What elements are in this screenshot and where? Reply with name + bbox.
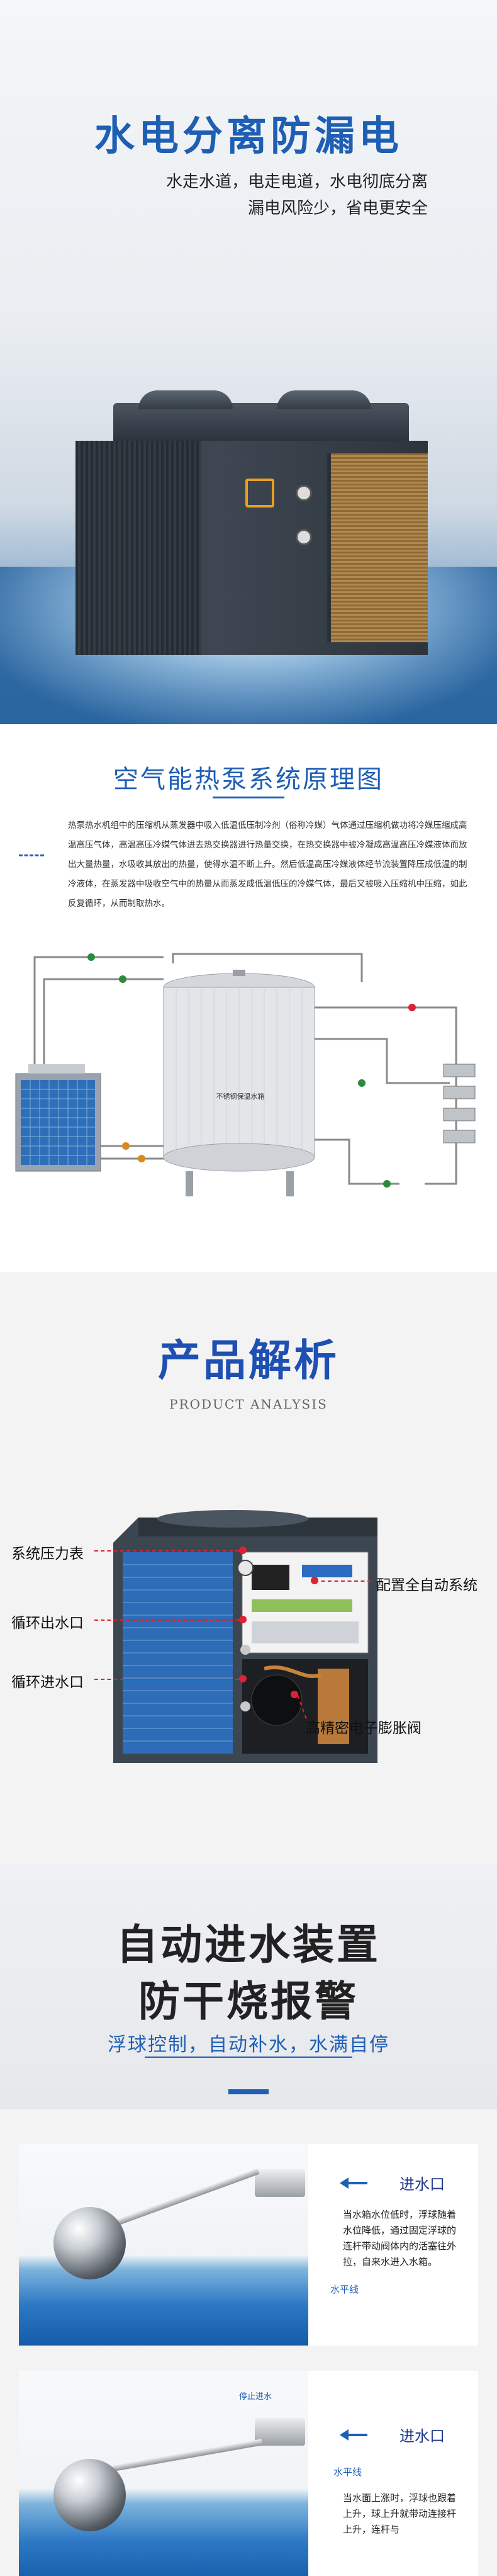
float-rod — [115, 2168, 260, 2226]
callout-inlet: 循环进水口 — [11, 1674, 84, 1691]
unit-side-grille — [75, 441, 201, 655]
pressure-gauge-icon — [296, 485, 312, 501]
callout-auto-system: 配置全自动系统 — [376, 1577, 477, 1594]
inlet-description: 当水箱水位低时，浮球随着水位降低，通过固定浮球的连杆带动阀体内的活塞往外拉，自来… — [343, 2209, 457, 2267]
inlet-label: 进水口 — [399, 2176, 445, 2193]
hero-title: 水电分离防漏电 — [94, 113, 403, 160]
decorative-dash — [19, 854, 44, 856]
product-analysis-section: 产品解析 PRODUCT ANALYSIS 系统压力表 配置全自动系统 — [0, 1272, 497, 1864]
pressure-gauge-icon — [296, 529, 312, 545]
callout-line — [94, 1550, 239, 1552]
heat-pump-unit-image — [75, 390, 428, 680]
float-valve-card-2: 停止进水 进水口 水平线 当水面上涨时，浮球也跟着上升，球上升就带动连接杆上升，… — [19, 2371, 478, 2576]
stainless-tank-icon — [163, 970, 315, 1196]
fan-cover — [277, 390, 371, 409]
water-line-label: 水平线 — [330, 2284, 359, 2295]
principle-title: 空气能热泵系统原理图 — [113, 765, 384, 794]
heat-pump-cutaway-image — [113, 1510, 377, 1763]
stop-inlet-label: 停止进水 — [239, 2392, 272, 2402]
analysis-subtitle: PRODUCT ANALYSIS — [169, 1397, 328, 1412]
section-divider-mark — [228, 2089, 269, 2094]
float-valve-photo: 停止进水 — [19, 2371, 308, 2576]
inlet-label: 进水口 — [399, 2427, 445, 2445]
principle-description: 热泵热水机组中的压缩机从蒸发器中吸入低温低压制冷剂（俗称冷媒）气体通过压缩机做功… — [68, 820, 467, 909]
callout-outlet: 循环出水口 — [11, 1615, 84, 1631]
hero-subtitle-line-2: 漏电风险少，省电更安全 — [247, 199, 428, 218]
callout-line — [94, 1620, 239, 1621]
valve-body — [255, 2418, 305, 2446]
title-underline — [213, 797, 284, 798]
callout-dot — [239, 1675, 247, 1682]
callout-line — [315, 1580, 371, 1582]
callout-expansion-valve: 高精密电子膨胀阀 — [306, 1720, 422, 1737]
callout-dot — [239, 1616, 247, 1623]
brand-logo-icon — [245, 479, 274, 508]
callout-line — [94, 1679, 239, 1680]
principle-section: 空气能热泵系统原理图 热泵热水机组中的压缩机从蒸发器中吸入低温低压制冷剂（俗称冷… — [0, 724, 497, 1272]
system-diagram: 不锈钢保温水箱 — [15, 953, 476, 1196]
water-outlet-icon — [443, 1064, 476, 1143]
hero-subtitle: 水走水道，电走电道，水电彻底分离 漏电风险少，省电更安全 — [166, 169, 428, 222]
valve-icon — [87, 953, 416, 1188]
left-arrow-icon — [340, 2177, 367, 2189]
auto-inlet-section: 自动进水装置 防干烧报警 浮球控制，自动补水，水满自停 进水口 当水箱水位低时，… — [0, 1864, 497, 2576]
condenser-coil — [327, 453, 428, 642]
hero-subtitle-line-1: 水走水道，电走电道，水电彻底分离 — [165, 173, 428, 191]
float-rod — [113, 2439, 263, 2471]
fan-cover — [138, 390, 233, 409]
tank-label: 不锈钢保温水箱 — [216, 1092, 265, 1101]
pipe-network — [33, 953, 457, 1185]
inlet-description: 当水面上涨时，浮球也跟着上升，球上升就带动连接杆上升，连杆与 — [343, 2492, 457, 2535]
callout-dot — [239, 1546, 247, 1554]
float-valve-photo — [19, 2144, 308, 2346]
water-line-label: 水平线 — [333, 2466, 362, 2478]
callout-dot — [311, 1577, 318, 1584]
callout-dot — [291, 1691, 298, 1698]
inlet-subtitle: 浮球控制，自动补水，水满自停 — [108, 2034, 389, 2056]
float-valve-card-1: 进水口 当水箱水位低时，浮球随着水位降低，通过固定浮球的连杆带动阀体内的活塞往外… — [19, 2144, 478, 2346]
analysis-title: 产品解析 — [157, 1336, 339, 1386]
inlet-title-line-1: 自动进水装置 — [116, 1921, 381, 1969]
float-ball — [53, 2207, 126, 2279]
float-ball — [53, 2459, 126, 2531]
subtitle-underline — [145, 2057, 352, 2058]
hero-section: 水电分离防漏电 水走水道，电走电道，水电彻底分离 漏电风险少，省电更安全 — [0, 0, 497, 724]
callout-pressure-gauge: 系统压力表 — [11, 1546, 84, 1562]
inlet-header: 自动进水装置 防干烧报警 浮球控制，自动补水，水满自停 — [0, 1864, 497, 2109]
left-arrow-icon — [340, 2429, 367, 2441]
heat-pump-unit-icon — [15, 1064, 101, 1172]
unit-top-panel — [113, 390, 409, 441]
valve-body — [255, 2169, 305, 2197]
inlet-title-line-2: 防干烧报警 — [138, 1977, 359, 2026]
